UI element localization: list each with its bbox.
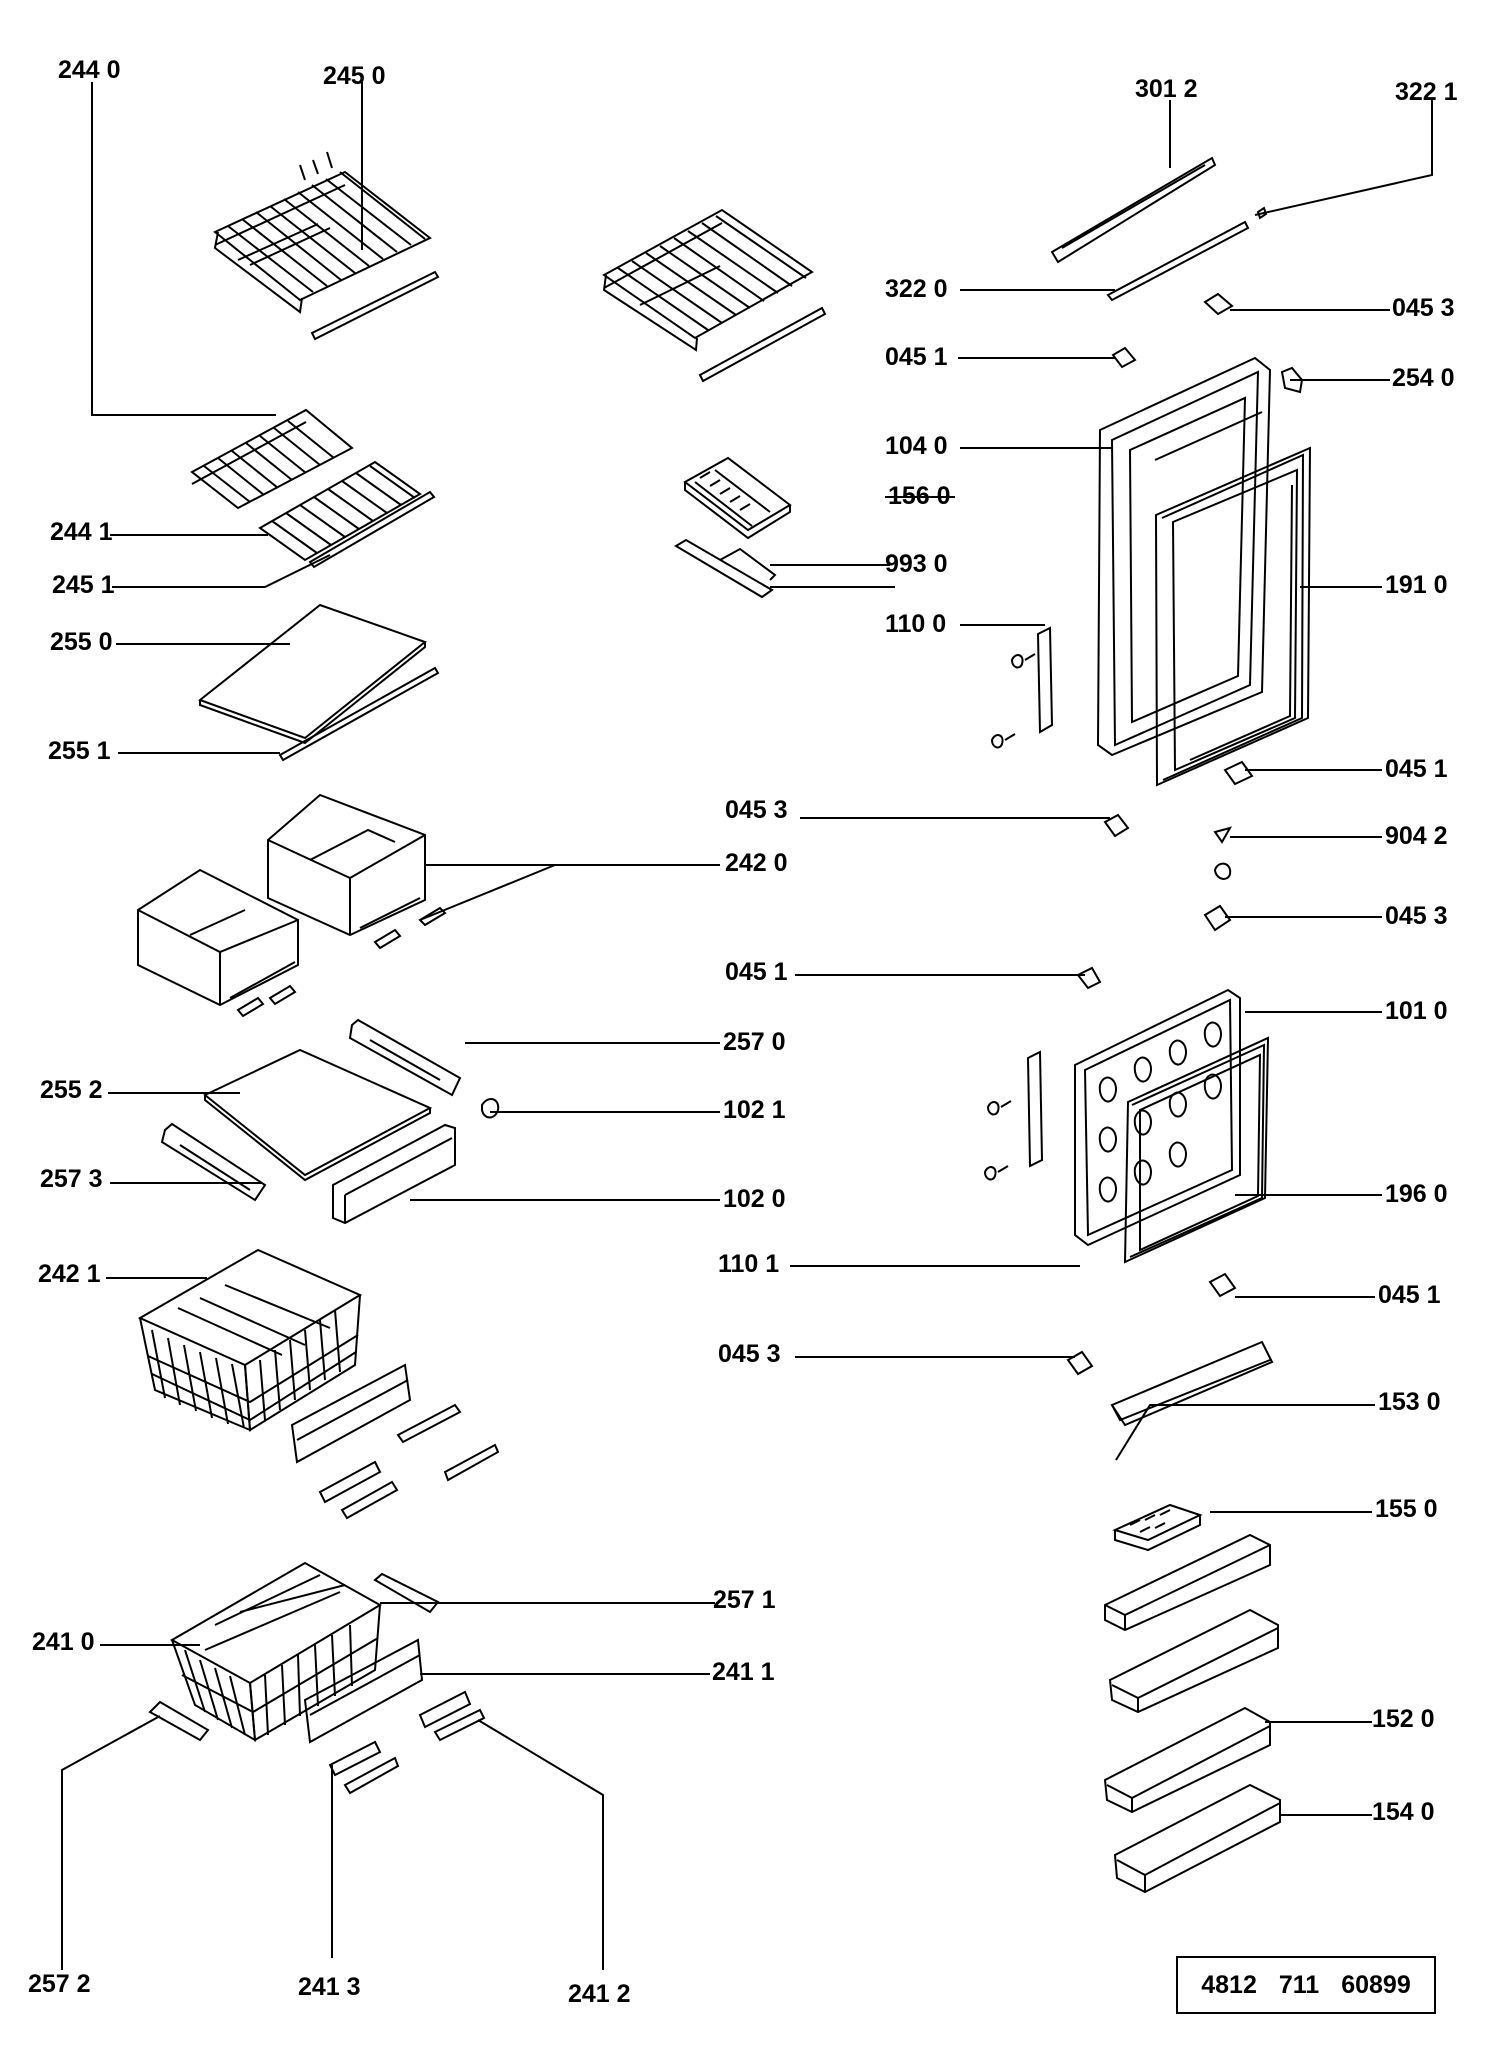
fridge-door-1040 <box>990 356 1312 787</box>
label-2551: 255 1 <box>48 737 111 765</box>
doc-number-part-2: 711 <box>1278 1970 1320 1999</box>
label-9930: 993 0 <box>885 550 948 578</box>
wire-shelf-2450 <box>213 151 440 341</box>
label-2421: 242 1 <box>38 1260 101 1288</box>
label-3220: 322 0 <box>885 275 948 303</box>
label-2410: 241 0 <box>32 1628 95 1656</box>
label-2451: 245 1 <box>52 571 115 599</box>
label-1520: 152 0 <box>1372 1705 1435 1733</box>
label-0453-bottom: 045 3 <box>718 1340 781 1368</box>
label-2570: 257 0 <box>723 1028 786 1056</box>
label-2571: 257 1 <box>713 1586 776 1614</box>
freezer-basket-2421 <box>137 1248 500 1520</box>
label-2450: 245 0 <box>323 62 386 90</box>
label-2550: 255 0 <box>50 628 113 656</box>
hinges-right <box>1076 760 1254 990</box>
leader-lines <box>61 82 1433 1970</box>
label-1040: 104 0 <box>885 432 948 460</box>
crisper-bins-2420 <box>137 793 447 1018</box>
label-3221: 322 1 <box>1395 78 1458 106</box>
label-2572: 257 2 <box>28 1970 91 1998</box>
label-1560: 156 0 <box>888 482 951 510</box>
label-2420: 242 0 <box>725 849 788 877</box>
label-2573: 257 3 <box>40 1165 103 1193</box>
label-0451-bottom: 045 1 <box>1378 1281 1441 1309</box>
label-0453-top: 045 3 <box>1392 294 1455 322</box>
label-1910: 191 0 <box>1385 571 1448 599</box>
label-2412: 241 2 <box>568 1980 631 2008</box>
freezer-parts-left <box>160 1018 500 1225</box>
wire-shelf-2440 <box>190 408 436 569</box>
label-0451-lower: 045 1 <box>725 958 788 986</box>
label-0453-mid: 045 3 <box>725 796 788 824</box>
label-2440: 244 0 <box>58 56 121 84</box>
label-1020: 102 0 <box>723 1185 786 1213</box>
label-3012: 301 2 <box>1135 75 1198 103</box>
label-1100: 110 0 <box>885 610 947 638</box>
door-handle-3012 <box>1050 156 1304 394</box>
glass-shelf-2550 <box>197 603 440 762</box>
label-0451-top: 045 1 <box>885 343 948 371</box>
label-1540: 154 0 <box>1372 1798 1435 1826</box>
label-2411: 241 1 <box>712 1658 775 1686</box>
label-1530: 153 0 <box>1378 1388 1441 1416</box>
label-1101: 110 1 <box>718 1250 780 1278</box>
label-2552: 255 2 <box>40 1076 103 1104</box>
freezer-door-1010 <box>983 988 1270 1376</box>
label-2441: 244 1 <box>50 518 113 546</box>
ice-tray-1560 <box>674 456 792 599</box>
label-2413: 241 3 <box>298 1973 361 2001</box>
label-0451-mid: 045 1 <box>1385 755 1448 783</box>
wire-shelf-center <box>602 208 827 383</box>
label-1010: 101 0 <box>1385 997 1448 1025</box>
label-1960: 196 0 <box>1385 1180 1448 1208</box>
label-1550: 155 0 <box>1375 1495 1438 1523</box>
label-9042: 904 2 <box>1385 822 1448 850</box>
label-1021: 102 1 <box>723 1096 786 1124</box>
doc-number-part-1: 4812 <box>1201 1970 1257 1999</box>
freezer-basket-2410 <box>148 1561 486 1795</box>
label-2540: 254 0 <box>1392 364 1455 392</box>
document-number-box: 4812 711 60899 <box>1176 1956 1436 2014</box>
label-0453-lower: 045 3 <box>1385 902 1448 930</box>
door-bins-right <box>1103 1340 1281 1894</box>
doc-number-part-3: 60899 <box>1341 1970 1411 1999</box>
